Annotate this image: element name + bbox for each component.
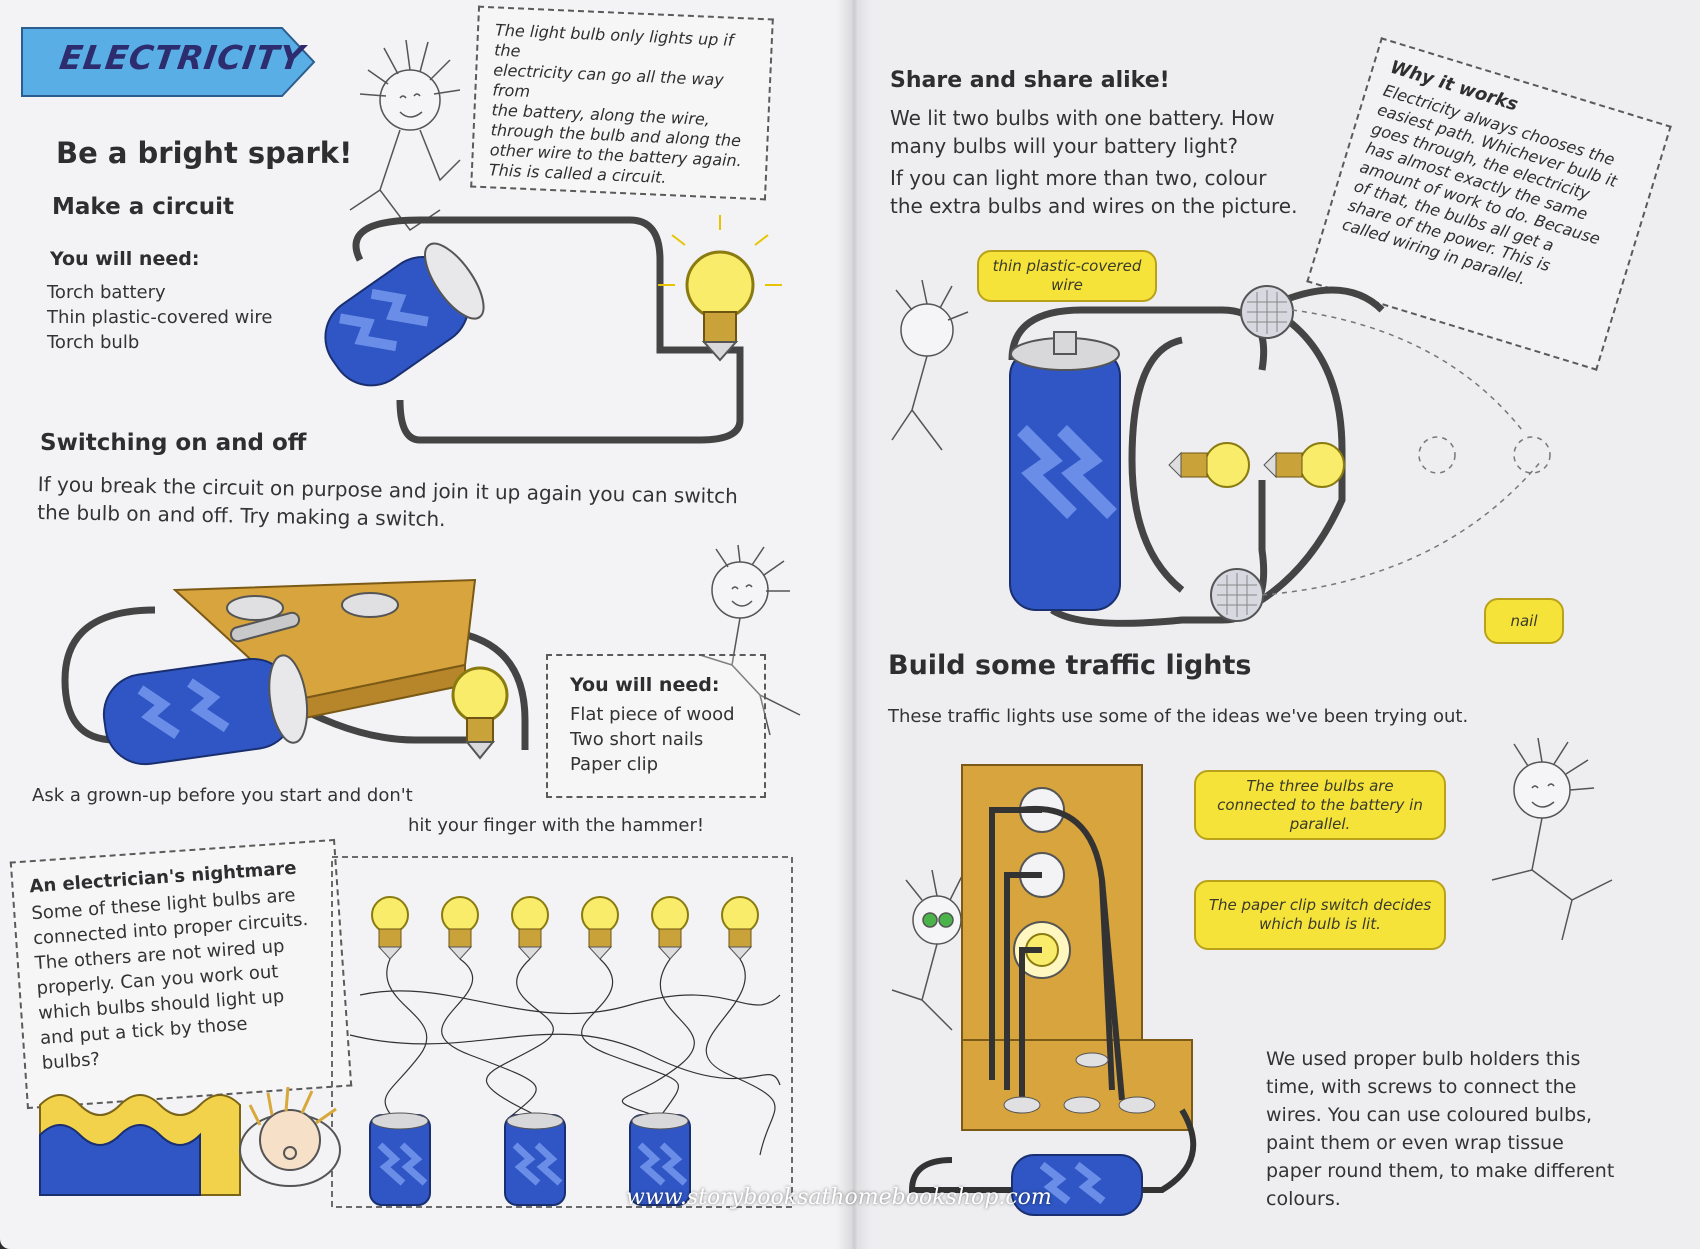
traffic-lights-illustration xyxy=(891,764,1197,1216)
materials-box-2: You will need: Flat piece of wood Two sh… xyxy=(546,654,766,798)
label-parallel: The three bulbs are connected to the bat… xyxy=(1194,770,1446,840)
materials-list-1: Torch battery Thin plastic-covered wire … xyxy=(47,280,272,355)
nightmare-box: An electrician's nightmare Some of these… xyxy=(9,838,353,1110)
label-nail: nail xyxy=(1484,598,1564,644)
circuit-note-box: The light bulb only lights up if the ele… xyxy=(470,5,774,201)
tangled-wires-puzzle-illustration xyxy=(331,856,793,1208)
tangled-wires xyxy=(349,958,781,1156)
list-item: Torch battery xyxy=(47,282,166,303)
list-item: Thin plastic-covered wire xyxy=(47,307,273,328)
watermark: www.storybooksathomebookshop.com xyxy=(626,1185,1052,1210)
right-page: Share and share alike! We lit two bulbs … xyxy=(852,0,1700,1249)
spark-character-4 xyxy=(891,869,963,1031)
traffic-note-line: colours. xyxy=(1266,1188,1341,1210)
switch-circuit-illustration xyxy=(61,578,529,766)
traffic-note: We used proper bulb holders this time, w… xyxy=(1266,1045,1614,1213)
share-line: the extra bulbs and wires on the picture… xyxy=(890,194,1298,218)
traffic-note-line: wires. You can use coloured bulbs, xyxy=(1266,1104,1593,1126)
share-text: We lit two bulbs with one battery. How m… xyxy=(890,104,1297,220)
puzzle-bulbs xyxy=(371,896,759,960)
list-item: Two short nails xyxy=(570,729,704,750)
share-line: If you can light more than two, colour xyxy=(890,166,1267,190)
banner-title: ELECTRICITY xyxy=(57,38,308,77)
banner-shape xyxy=(21,27,316,97)
heading-main: Be a bright spark! xyxy=(56,136,353,170)
warning-line-2: hit your finger with the hammer! xyxy=(408,815,705,836)
list-item: Paper clip xyxy=(570,754,659,775)
label-switch: The paper clip switch decides which bulb… xyxy=(1194,880,1446,950)
heading-circuit: Make a circuit xyxy=(52,194,234,220)
sleeping-child-icon xyxy=(39,1086,341,1196)
heading-switch: Switching on and off xyxy=(40,430,307,456)
spark-character-5-icon xyxy=(1491,737,1613,941)
left-page: ELECTRICITY The light bulb only lights u… xyxy=(0,0,852,1249)
traffic-text: These traffic lights use some of the ide… xyxy=(888,706,1469,727)
label-wire: thin plastic-covered wire xyxy=(977,250,1157,302)
simple-circuit-illustration xyxy=(324,215,782,444)
share-line: many bulbs will your battery light? xyxy=(890,134,1239,158)
you-will-need-heading-2: You will need: xyxy=(570,674,720,696)
switch-text: If you break the circuit on purpose and … xyxy=(37,470,738,538)
spark-character-3 xyxy=(891,279,969,451)
spark-character-icon xyxy=(349,39,461,232)
traffic-note-line: paper round them, to make different xyxy=(1266,1160,1615,1182)
book-gutter xyxy=(836,0,872,1249)
traffic-note-line: paint them or even wrap tissue xyxy=(1266,1132,1564,1154)
warning-line-1: Ask a grown-up before you start and don'… xyxy=(32,785,413,806)
heading-share: Share and share alike! xyxy=(890,68,1170,93)
parallel-circuit-illustration xyxy=(891,279,1551,627)
list-item: Flat piece of wood xyxy=(570,704,735,725)
puzzle-batteries xyxy=(369,1112,691,1206)
you-will-need-heading-1: You will need: xyxy=(50,248,200,270)
list-item: Torch bulb xyxy=(47,332,140,353)
heading-traffic: Build some traffic lights xyxy=(888,650,1252,681)
traffic-note-line: time, with screws to connect the xyxy=(1266,1076,1577,1098)
share-line: We lit two bulbs with one battery. How xyxy=(890,106,1275,130)
traffic-note-line: We used proper bulb holders this xyxy=(1266,1048,1581,1070)
